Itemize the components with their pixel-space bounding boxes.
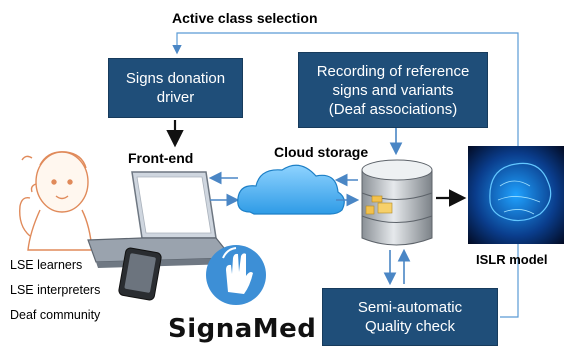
db-quality-arrows bbox=[383, 248, 411, 286]
islr-brain-icon bbox=[468, 146, 564, 244]
audience-item-deaf-community: Deaf community bbox=[10, 308, 101, 322]
signamed-logo-icon bbox=[206, 245, 266, 305]
cloud-db-arrows bbox=[334, 173, 360, 207]
audience-item-lse-learners: LSE learners bbox=[10, 258, 83, 272]
quality-line-2: Quality check bbox=[364, 318, 456, 335]
frontend-cloud-arrows bbox=[208, 171, 240, 207]
phone-icon bbox=[118, 247, 162, 301]
recording-line-1: Recording of reference bbox=[316, 62, 470, 80]
recording-line-3: (Deaf associations) bbox=[328, 100, 458, 118]
signamed-wordmark: SignaMed bbox=[168, 314, 317, 344]
database-icon bbox=[361, 159, 433, 246]
signs-donation-line-2: driver bbox=[156, 89, 195, 106]
audience-item-lse-interpreters: LSE interpreters bbox=[10, 283, 101, 297]
front-end-label: Front-end bbox=[128, 150, 194, 166]
cloud-icon bbox=[237, 164, 345, 215]
signs-donation-line-1: Signs donation bbox=[125, 70, 226, 87]
quality-line-1: Semi-automatic bbox=[357, 299, 463, 316]
laptop-icon bbox=[87, 171, 234, 268]
recording-line-2: signs and variants bbox=[332, 81, 454, 99]
signs-donation-box: Signs donation driver bbox=[108, 58, 243, 118]
quality-check-box: Semi-automatic Quality check bbox=[322, 288, 498, 346]
recording-box: Recording of reference signs and variant… bbox=[298, 52, 488, 128]
child-illustration bbox=[19, 151, 93, 251]
active-selection-loop-line bbox=[172, 32, 519, 318]
cloud-storage-label: Cloud storage bbox=[274, 144, 369, 160]
active-selection-label: Active class selection bbox=[172, 10, 318, 26]
islr-model-label: ISLR model bbox=[476, 252, 548, 267]
